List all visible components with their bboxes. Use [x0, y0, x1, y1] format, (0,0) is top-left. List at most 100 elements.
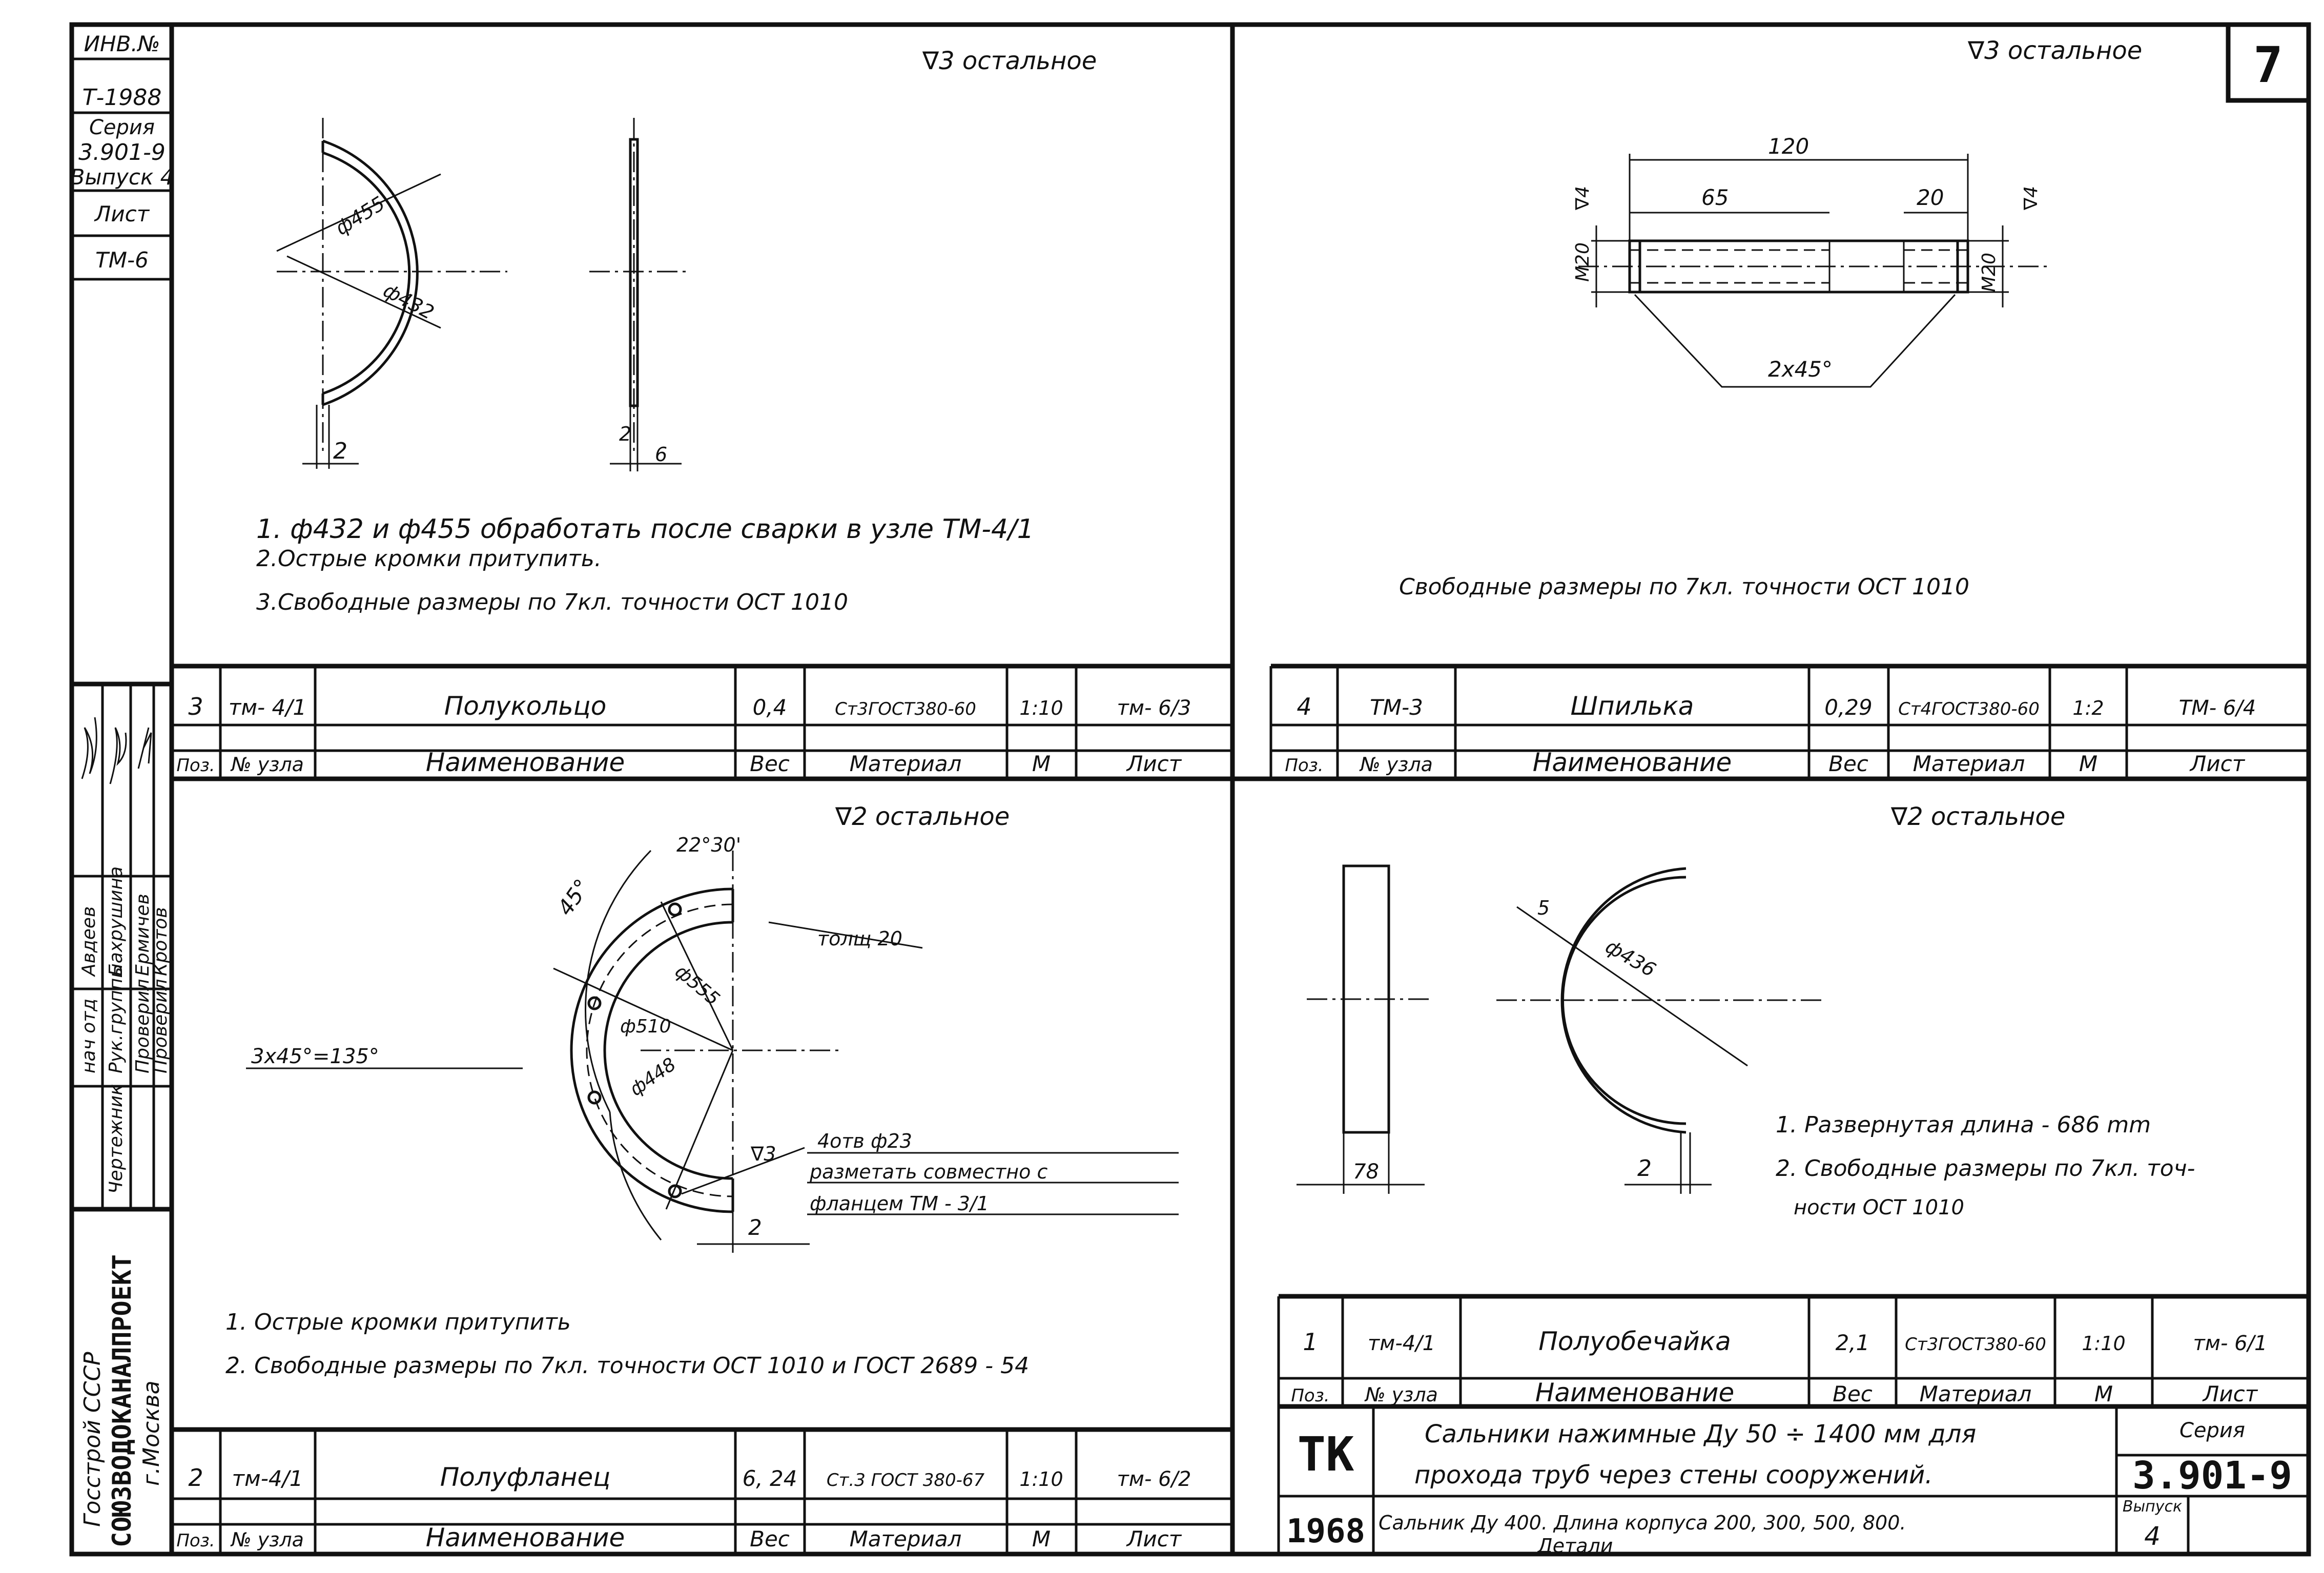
t1-scale: 1:10 [1019, 697, 1063, 719]
t2-pos: 4 [1297, 693, 1311, 720]
series-number-title: 3.901-9 [2132, 1454, 2292, 1498]
t4-h-weight: Вес [1833, 1381, 1873, 1406]
dim-t2-flange: 2 [748, 1215, 762, 1240]
t4-h-pos: Поз. [1291, 1385, 1329, 1406]
t1-h-material: Материал [850, 751, 962, 776]
dim-holes: 4отв ф23 [817, 1130, 912, 1152]
dim-20: 20 [1917, 185, 1944, 210]
t1-h-weight: Вес [750, 751, 790, 776]
t4-pos: 1 [1303, 1328, 1318, 1356]
role-3: Чертежник [106, 1084, 127, 1194]
dim-s6: 6 [655, 443, 667, 466]
org-name: СОЮЗВОДОКАНАЛПРОЕКТ [107, 1254, 137, 1547]
t4-h-scale: М [2094, 1381, 2113, 1406]
roughness-v3: ∇3 [750, 1143, 776, 1165]
signature-2 [109, 727, 127, 784]
t3-pos: 2 [188, 1464, 203, 1492]
subtitle-line-2: Детали [1536, 1535, 1613, 1557]
dim-s2: 2 [619, 423, 631, 445]
t3-scale: 1:10 [1019, 1468, 1063, 1491]
name-4: Кротов [150, 907, 171, 976]
t2-h-name: Наименование [1533, 748, 1732, 777]
dim-45: 45° [552, 875, 595, 920]
p4-roughness: ∇2 остальное [1890, 802, 2065, 831]
p1-note-2: 2.Острые кромки притупить. [256, 546, 602, 572]
dim-m20-left: М20 [1572, 242, 1593, 282]
name-3: Ермичев [132, 894, 153, 976]
dim-s5: 5 [1537, 897, 1550, 919]
t2-node: ТМ-3 [1370, 695, 1423, 720]
t2-sheet: ТМ- 6/4 [2179, 696, 2256, 720]
spec-table-2: 4 ТМ-3 Шпилька 0,29 Ст4ГОСТ380-60 1:2 ТМ… [1269, 664, 2309, 779]
title-block: ТК 1968 Сальники нажимные Ду 50 ÷ 1400 м… [1279, 1404, 2309, 1557]
role-1: нач отд [78, 999, 99, 1073]
dim-thickness-2: 2 [333, 438, 347, 464]
sheet-code: ТМ-6 [95, 247, 149, 273]
t4-node: тм-4/1 [1368, 1332, 1435, 1355]
t3-h-weight: Вес [750, 1526, 790, 1551]
t4-h-node: № узла [1364, 1383, 1438, 1406]
t4-material: Ст3ГОСТ380-60 [1905, 1334, 2046, 1355]
title-line-1: Сальники нажимные Ду 50 ÷ 1400 мм для [1425, 1420, 1976, 1448]
mark-note-2: фланцем ТМ - 3/1 [810, 1192, 989, 1215]
t3-material: Ст.3 ГОСТ 380-67 [827, 1470, 985, 1491]
inv-label: ИНВ.№ [84, 31, 160, 56]
role-4: Проверил [132, 979, 153, 1073]
p3-roughness: ∇2 остальное [835, 802, 1010, 831]
t4-h-sheet: Лист [2202, 1381, 2258, 1406]
t3-h-name: Наименование [426, 1523, 625, 1553]
dim-t2-shell: 2 [1637, 1155, 1652, 1182]
dim-65: 65 [1701, 185, 1729, 210]
dim-chamfer: 2х45° [1768, 357, 1833, 382]
t2-h-pos: Поз. [1285, 755, 1323, 776]
role-5: Проверил [150, 979, 171, 1073]
issue-number-title: 4 [2144, 1521, 2161, 1551]
t3-name: Полуфланец [440, 1462, 611, 1492]
series-number: 3.901-9 [78, 139, 166, 165]
dim-w78: 78 [1353, 1160, 1379, 1184]
dim-d455: ф455 [331, 192, 388, 240]
t3-node: тм-4/1 [232, 1466, 303, 1491]
role-2: Рук.группы [106, 963, 127, 1073]
title-year: 1968 [1286, 1513, 1365, 1550]
name-1: Авдеев [78, 906, 99, 977]
dim-d436: ф436 [1602, 935, 1660, 982]
p4-note-3: ности ОСТ 1010 [1794, 1196, 1964, 1219]
t4-sheet: тм- 6/1 [2193, 1332, 2268, 1355]
t4-weight: 2,1 [1836, 1330, 1870, 1355]
panel-half-shell: ∇2 остальное 78 ф436 5 2 1. Развернутая … [1297, 802, 2195, 1219]
dim-angle: 22°30' [676, 834, 741, 856]
drawing-frame [69, 22, 2311, 1557]
t3-sheet: тм- 6/2 [1117, 1467, 1191, 1491]
t1-name: Полукольцо [444, 691, 607, 721]
p1-note-1: 1. ф432 и ф455 обработать после сварки в… [256, 514, 1034, 545]
spec-table-1: 3 тм- 4/1 Полукольцо 0,4 Ст3ГОСТ380-60 1… [172, 664, 1232, 779]
roughness-v4-right: ∇4 [2021, 186, 2042, 211]
t2-h-scale: М [2079, 751, 2097, 776]
t3-weight: 6, 24 [743, 1466, 797, 1491]
t2-material: Ст4ГОСТ380-60 [1898, 699, 2040, 719]
spec-table-4: 1 тм-4/1 Полуобечайка 2,1 Ст3ГОСТ380-60 … [1277, 1294, 2309, 1554]
dim-d510: ф510 [620, 1016, 671, 1037]
p4-note-1: 1. Развернутая длина - 686 mm [1776, 1112, 2151, 1138]
roughness-v4-left: ∇4 [1572, 186, 1593, 211]
t3-h-pos: Поз. [176, 1530, 215, 1551]
panel-half-ring: ∇3 остальное ф455 ф432 2 2 6 1. ф432 и ф… [256, 47, 1097, 615]
sheet-label: Лист [94, 201, 150, 226]
t1-node: тм- 4/1 [229, 695, 306, 720]
series-label: Серия [89, 116, 155, 139]
t4-name: Полуобечайка [1538, 1327, 1731, 1356]
tk-mark: ТК [1298, 1427, 1354, 1482]
t1-h-sheet: Лист [1126, 751, 1182, 776]
p2-note-1: Свободные размеры по 7кл. точности ОСТ 1… [1399, 574, 1969, 600]
t2-name: Шпилька [1571, 691, 1694, 721]
org-state: Госстрой СССР [79, 1352, 106, 1527]
t1-h-pos: Поз. [176, 755, 215, 776]
dim-thick-20: толщ 20 [817, 927, 902, 950]
p2-roughness: ∇3 остальное [1967, 36, 2142, 65]
t2-scale: 1:2 [2072, 697, 2104, 719]
t1-sheet: тм- 6/3 [1117, 696, 1191, 720]
t1-h-node: № узла [230, 753, 304, 776]
t3-h-scale: М [1032, 1526, 1051, 1551]
